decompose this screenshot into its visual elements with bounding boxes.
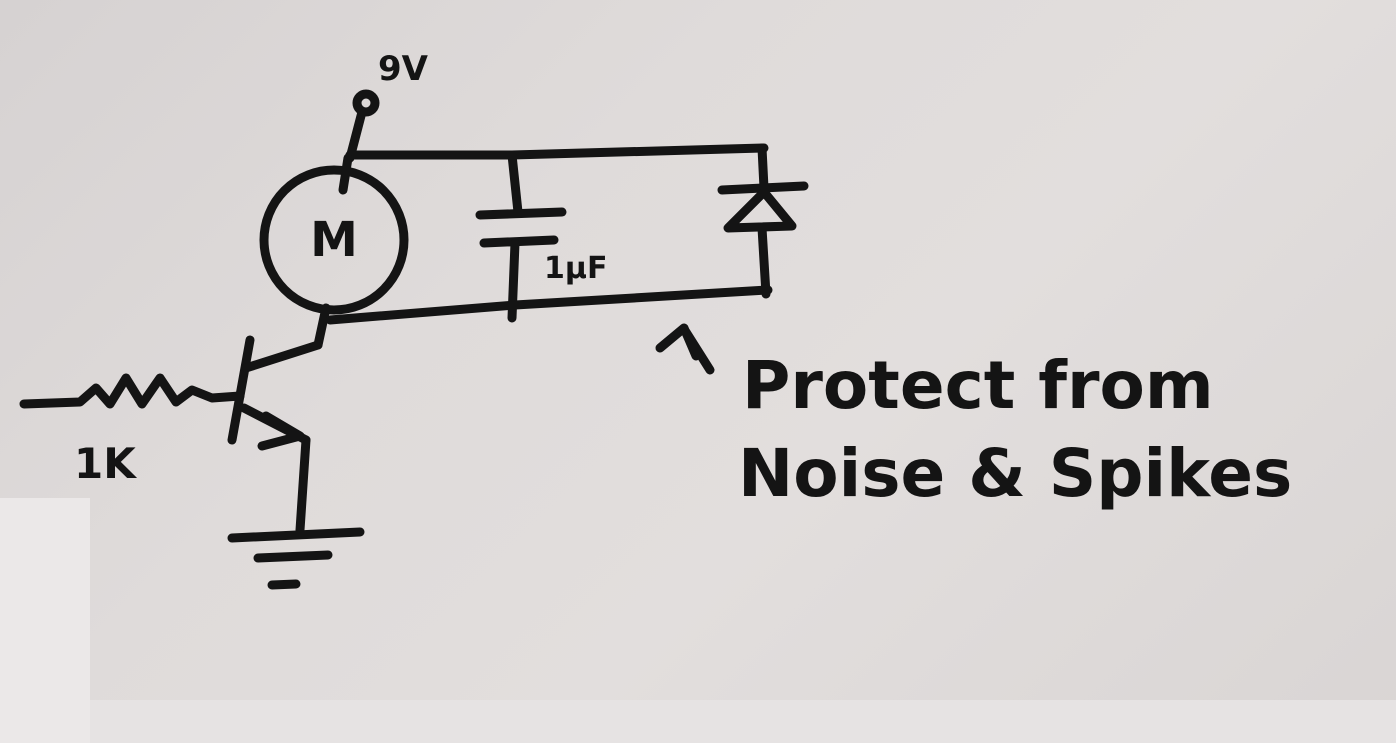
diode-triangle: [723, 187, 797, 233]
resistor-symbol: [19, 373, 245, 409]
motor-bottom-lead: [313, 303, 331, 350]
supply-label: 9V: [378, 49, 429, 89]
resistor-label: 1K: [74, 439, 137, 488]
top-rail-wire: [345, 143, 769, 160]
transistor-emitter-arrow: [257, 411, 305, 451]
paper-bottom-shadow: [90, 700, 1396, 743]
ground-wire: [295, 435, 311, 535]
motor-label: M: [310, 212, 358, 268]
ground-bar-1: [227, 527, 365, 543]
annotation-line-2: Noise & Spikes: [738, 435, 1292, 512]
supply-wire: [345, 107, 367, 163]
annotation-line-1: Protect from: [742, 347, 1214, 424]
ground-bar-3: [267, 579, 301, 590]
ground-bar-2: [253, 550, 333, 563]
bottom-rail-wire: [325, 285, 773, 325]
diode-top-lead: [757, 143, 769, 193]
annotation-arrow-head: [655, 323, 701, 361]
transistor-base-bar: [227, 335, 255, 445]
capacitor-bottom-lead: [507, 238, 520, 323]
transistor-collector: [241, 340, 323, 373]
motor-symbol: [259, 165, 409, 315]
capacitor-label: 1µF: [544, 251, 607, 286]
capacitor-plate-top: [475, 207, 567, 220]
capacitor-top-lead: [507, 150, 523, 217]
paper-edge-shadow: [0, 498, 90, 743]
diode-bottom-lead: [757, 223, 771, 299]
